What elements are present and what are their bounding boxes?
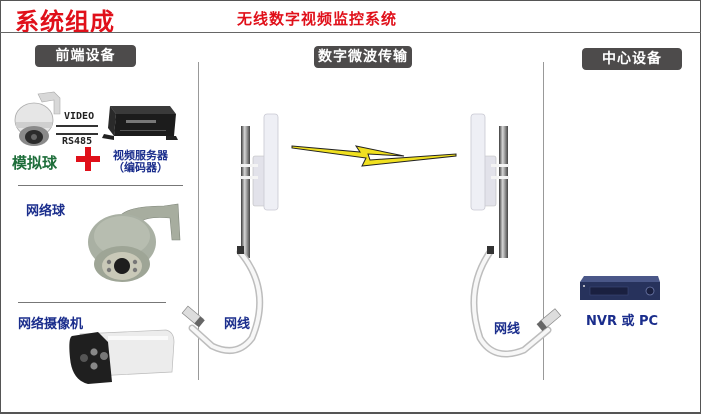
network-bullet-camera-icon (69, 329, 175, 384)
right-antenna-icon (470, 113, 509, 258)
analog-dome-camera-icon (14, 91, 61, 146)
page-title: 系统组成 (15, 8, 115, 36)
encoder-label-line2: （编码器） (113, 161, 168, 174)
signal-line-video (56, 125, 98, 127)
video-encoder-icon (102, 106, 178, 140)
analog-dome-label: 模拟球 (12, 154, 58, 172)
signal-line-rs485 (56, 133, 98, 135)
right-cable-label: 网线 (494, 322, 521, 337)
divider-left (198, 62, 199, 380)
right-network-cable-icon (470, 246, 562, 358)
plus-icon (76, 147, 100, 171)
section-badge-center: 中心设备 (582, 48, 682, 70)
encoder-label-line1: 视频服务器 (113, 149, 168, 162)
network-dome-label: 网络球 (26, 204, 66, 219)
page-subtitle: 无线数字视频监控系统 (237, 10, 398, 28)
network-dome-camera-icon (88, 203, 181, 282)
front-end-separator-2 (18, 302, 166, 303)
section-badge-transmission: 数字微波传输 (314, 46, 412, 68)
nvr-device-icon (580, 276, 660, 300)
left-network-cable-icon (181, 246, 264, 354)
wireless-link-lightning-icon (291, 145, 457, 167)
front-end-separator-1 (18, 185, 183, 186)
header-divider (0, 32, 701, 33)
network-camera-label: 网络摄像机 (18, 317, 84, 332)
signal-label-rs485: RS485 (62, 136, 93, 147)
section-badge-front-end: 前端设备 (35, 45, 136, 67)
divider-right (543, 62, 544, 380)
left-antenna-icon (240, 113, 279, 258)
left-cable-label: 网线 (224, 317, 251, 332)
signal-label-video: VIDEO (64, 111, 95, 122)
center-device-label: NVR 或 PC (586, 314, 659, 329)
